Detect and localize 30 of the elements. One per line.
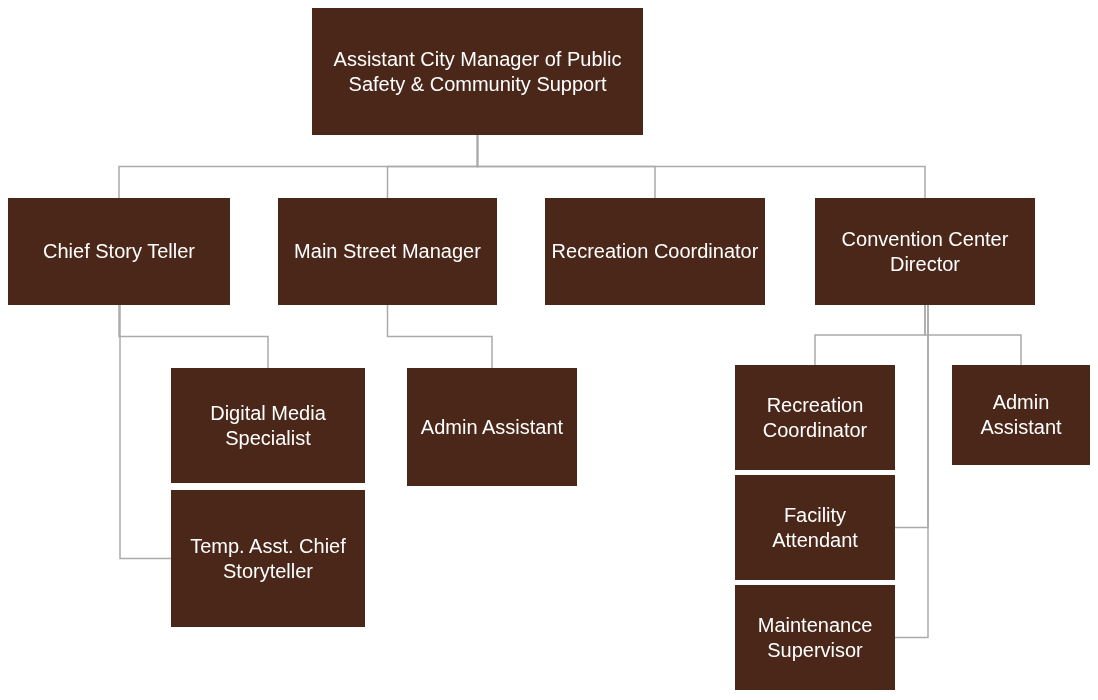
org-chart-box <box>735 585 895 690</box>
org-chart-box <box>8 198 230 305</box>
connector-line <box>386 304 493 369</box>
org-chart-box <box>952 365 1090 465</box>
connector-line <box>119 304 172 560</box>
connector-line <box>894 304 929 639</box>
org-chart-box <box>171 368 365 483</box>
position-title: Recreation Coordinator <box>551 239 759 264</box>
position-title: Maintenance Supervisor <box>756 612 874 663</box>
org-chart-box <box>171 490 365 627</box>
position-title: Assistant City Manager of Public Safety & Community Support <box>332 46 623 97</box>
position-title: Chief Story Teller <box>43 239 195 264</box>
org-chart-box <box>735 475 895 580</box>
org-chart-box <box>815 198 1035 305</box>
position-title: Convention Center Director <box>840 226 1010 277</box>
position-title: Temp. Asst. Chief Storyteller <box>189 533 347 584</box>
position-title: Main Street Manager <box>294 239 481 264</box>
position-title: Facility Attendant <box>771 502 859 553</box>
org-chart-box <box>735 365 895 470</box>
position-title: Digital Media Specialist <box>209 400 327 451</box>
org-chart-box <box>278 198 497 305</box>
org-chart-box <box>312 8 643 135</box>
position-title: Admin Assistant <box>420 414 564 440</box>
connector-line <box>118 304 269 369</box>
org-chart-box <box>545 198 765 305</box>
position-title: Recreation Coordinator <box>761 392 869 443</box>
org-chart-box <box>407 368 577 486</box>
connector-line <box>476 134 926 199</box>
position-title: Admin Assistant <box>979 390 1063 440</box>
connector-line <box>924 304 1022 366</box>
